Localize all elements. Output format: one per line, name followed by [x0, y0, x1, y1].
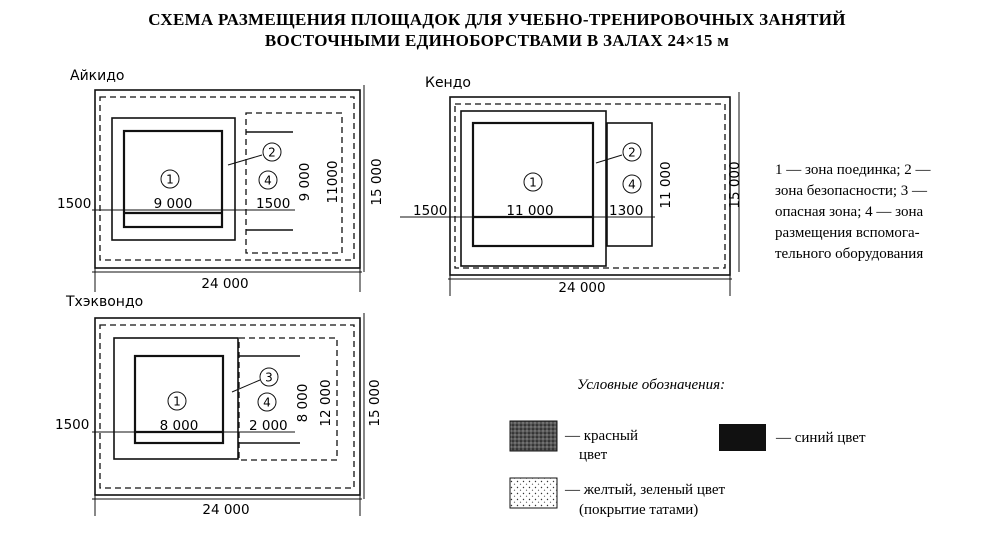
taekwondo-leader-3	[231, 379, 261, 393]
taekwondo-hall-outer	[94, 317, 361, 496]
taekwondo-marker-1	[167, 391, 187, 411]
kendo-leader-2	[595, 154, 623, 164]
taekwondo-dim-v-total: 15 000	[367, 379, 383, 426]
title-line-2: ВОСТОЧНЫМИ ЕДИНОБОРСТВАМИ В ЗАЛАХ 24×15 …	[265, 31, 729, 50]
taekwondo-dim-left: 1500	[55, 417, 89, 433]
aikido-marker-1-text: 1	[166, 173, 174, 187]
aikido-marker-4	[258, 170, 278, 190]
kendo-hall-dashed	[454, 103, 726, 269]
taekwondo-fight-zone	[133, 354, 225, 445]
title-line-1: СХЕМА РАЗМЕЩЕНИЯ ПЛОЩАДОК ДЛЯ УЧЕБНО-ТРЕ…	[148, 10, 846, 29]
taekwondo-safety-zone	[113, 337, 239, 460]
taekwondo-plan: Тхэквондо 1 3 4 1500 8 000 2 000 8 000 1…	[55, 294, 383, 518]
aikido-leader-2	[227, 154, 263, 166]
legend-yellow-line-2: (покрытие татами)	[579, 502, 698, 518]
legend-red-line-2: цвет	[579, 447, 608, 463]
kendo-marker-4	[622, 174, 642, 194]
legend-red-line-1: — красный	[564, 428, 638, 444]
kendo-marker-4-text: 4	[628, 178, 636, 192]
key-line-4: размещения вспомога-	[775, 225, 920, 241]
aikido-dim-inner: 9 000	[154, 196, 193, 212]
taekwondo-marker-4-text: 4	[263, 396, 271, 410]
aikido-marker-2-text: 2	[268, 146, 276, 160]
taekwondo-dim-v-mid: 12 000	[318, 379, 334, 426]
aikido-dim-total: 24 000	[201, 276, 248, 292]
taekwondo-dim-v-small: 8 000	[295, 384, 311, 423]
kendo-marker-1	[523, 172, 543, 192]
kendo-marker-2-text: 2	[628, 146, 636, 160]
kendo-label: Кендо	[425, 75, 471, 91]
aikido-marker-2	[262, 142, 282, 162]
aikido-dim-left: 1500	[57, 196, 91, 212]
aikido-dim-right: 1500	[256, 196, 290, 212]
kendo-fight-zone	[471, 121, 595, 248]
aikido-marker-1	[160, 169, 180, 189]
kendo-marker-2	[622, 142, 642, 162]
taekwondo-marker-3-text: 3	[265, 371, 273, 385]
key-line-3: опасная зона; 4 — зона	[775, 204, 923, 220]
kendo-dim-v-total: 15 000	[727, 161, 743, 208]
legend-blue-label: — синий цвет	[775, 430, 866, 446]
kendo-dim-total: 24 000	[558, 280, 605, 296]
aikido-label: Айкидо	[70, 68, 124, 84]
taekwondo-dim-inner: 8 000	[160, 418, 199, 434]
aikido-fight-zone	[122, 129, 224, 229]
taekwondo-marker-1-text: 1	[173, 395, 181, 409]
legend-blue-swatch	[719, 424, 766, 451]
kendo-dim-right: 1300	[609, 203, 643, 219]
aikido-hall-outer	[94, 89, 361, 269]
aikido-plan: Айкидо 1 2 4 1500 9 000 1500 9 000 11000…	[57, 68, 385, 292]
kendo-dim-left: 1500	[413, 203, 447, 219]
key-line-5: тельного оборудования	[775, 246, 923, 262]
legend-yellow-line-1: — желтый, зеленый цвет	[564, 482, 726, 498]
aikido-dim-v-small: 9 000	[297, 163, 313, 202]
legend-yellow-swatch	[509, 477, 558, 509]
aikido-aux-zone	[245, 112, 343, 254]
kendo-dim-v-mid: 11 000	[658, 161, 674, 208]
taekwondo-hall-dashed	[99, 324, 355, 489]
aikido-safety-zone	[111, 117, 236, 241]
aikido-dim-v-mid: 11000	[325, 161, 341, 204]
kendo-marker-1-text: 1	[529, 176, 537, 190]
kendo-dim-inner: 11 000	[506, 203, 553, 219]
legend-title: Условные обозначения:	[577, 377, 725, 393]
zone-key: 1 — зона поединка; 2 — зона безопасности…	[775, 162, 932, 262]
kendo-safety-zone	[460, 110, 607, 267]
kendo-aux-zone	[606, 122, 653, 247]
taekwondo-dim-total: 24 000	[202, 502, 249, 518]
kendo-plan: Кендо 1 2 4 1500 11 000 1300 11 000 15 0…	[400, 75, 743, 296]
taekwondo-dim-right: 2 000	[249, 418, 288, 434]
aikido-dim-v-total: 15 000	[369, 158, 385, 205]
legend-red-swatch	[509, 420, 558, 452]
legend: Условные обозначения: — красный цвет — с…	[509, 377, 866, 518]
key-line-2: зона безопасности; 3 —	[775, 183, 928, 199]
taekwondo-marker-3	[259, 367, 279, 387]
kendo-hall-outer	[449, 96, 731, 276]
key-line-1: 1 — зона поединка; 2 —	[775, 162, 932, 178]
taekwondo-label: Тхэквондо	[65, 294, 143, 310]
aikido-hall-dashed	[99, 96, 355, 261]
taekwondo-marker-4	[257, 392, 277, 412]
aikido-marker-4-text: 4	[264, 174, 272, 188]
